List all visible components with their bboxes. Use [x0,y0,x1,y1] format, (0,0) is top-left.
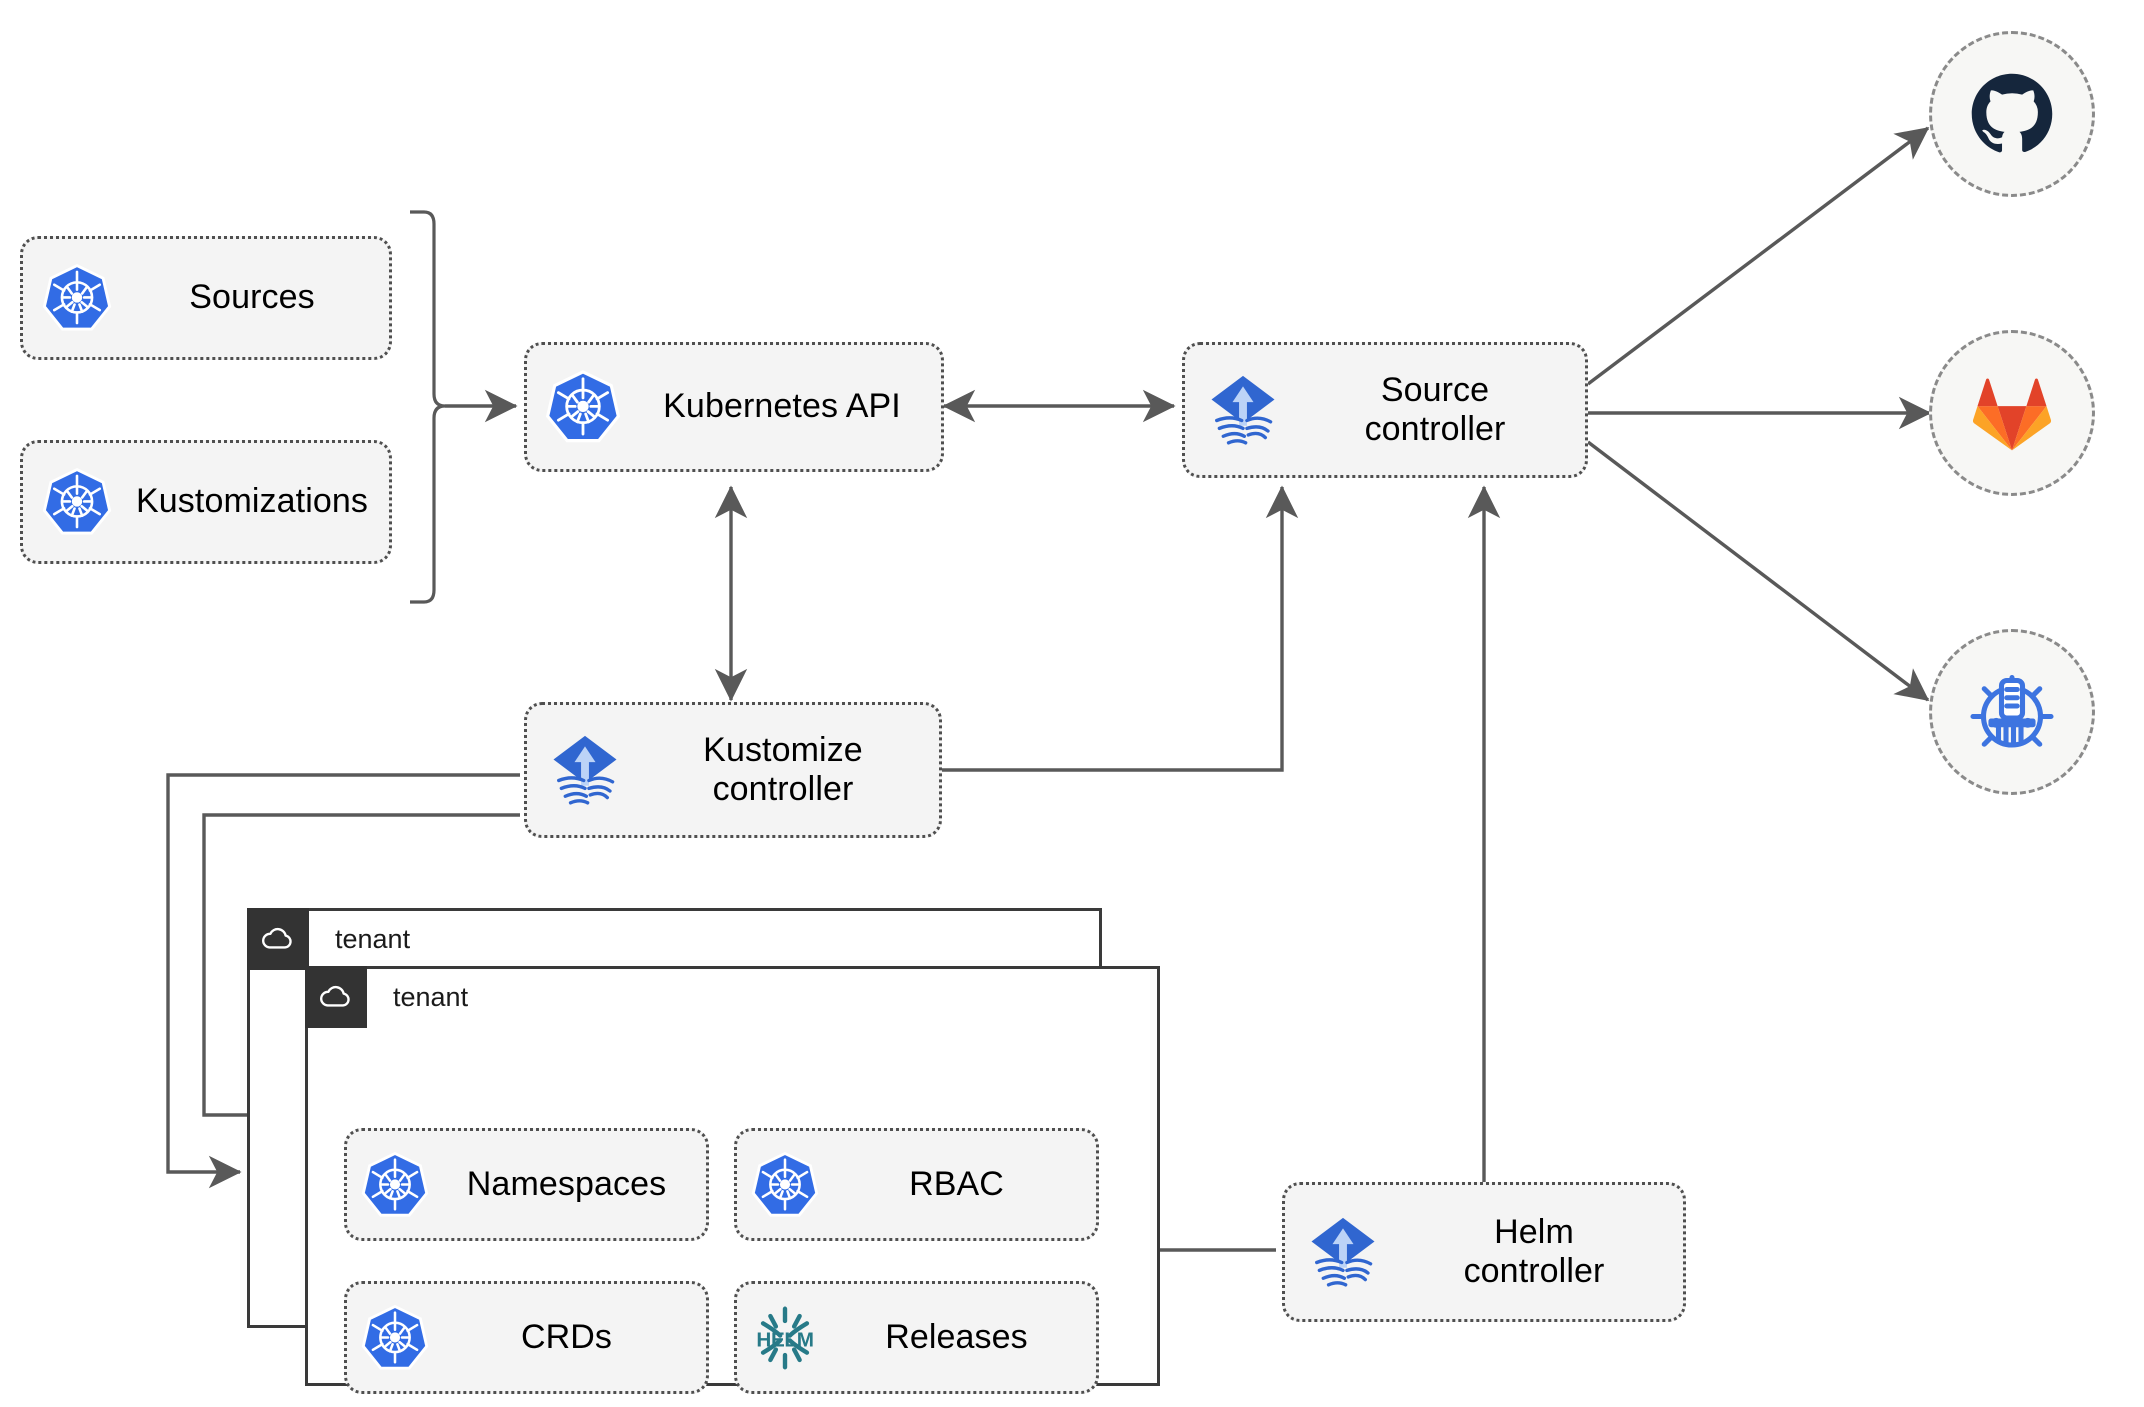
node-rbac-label: RBAC [909,1164,1004,1203]
edge-kustomize-to-source [942,485,1299,772]
node-sources-label: Sources [189,278,315,317]
flux-icon [1285,1210,1401,1294]
cloud-icon [305,966,367,1028]
node-releases-label: Releases [885,1317,1028,1356]
flux-icon [527,728,643,812]
tenant-front-header: tenant [305,966,468,1028]
edge-source-to-bucket [1586,440,1930,702]
node-source-controller-label: Source controller [1364,370,1506,448]
kubernetes-icon [23,262,131,334]
helm-repository-icon [1970,674,2054,748]
tenant-back-header: tenant [247,908,410,970]
node-rbac[interactable]: RBAC [734,1128,1099,1241]
provider-helm-repository[interactable] [1929,629,2095,795]
gitlab-icon [1972,378,2052,451]
kubernetes-icon [737,1150,833,1220]
kubernetes-icon [347,1150,443,1220]
tenant-back-label: tenant [335,923,411,954]
node-namespaces-label: Namespaces [466,1164,667,1203]
svg-text:HELM: HELM [756,1328,813,1351]
kubernetes-icon [23,466,131,538]
flux-icon [1185,368,1301,452]
resources-bracket [410,210,446,604]
provider-github[interactable] [1929,31,2095,197]
node-helm-controller-label: Helm controller [1463,1212,1605,1290]
tenant-front-frame[interactable]: tenant Namespaces [305,966,1160,1394]
node-kustomizations[interactable]: Kustomizations [20,440,392,564]
kubernetes-icon [527,368,639,446]
node-kustomize-controller-label: Kustomize controller [703,730,863,808]
node-kubernetes-api-label: Kubernetes API [663,387,901,426]
helm-icon: HELM [737,1299,833,1377]
provider-gitlab[interactable] [1929,330,2095,496]
cloud-icon [247,908,309,970]
node-kustomizations-label: Kustomizations [136,482,368,521]
node-kubernetes-api[interactable]: Kubernetes API [524,342,944,472]
node-crds[interactable]: CRDs [344,1281,709,1394]
edge-source-to-github [1586,126,1930,386]
github-icon [1971,73,2053,153]
kubernetes-icon [347,1303,443,1373]
node-namespaces[interactable]: Namespaces [344,1128,709,1241]
node-crds-label: CRDs [520,1317,613,1356]
node-sources[interactable]: Sources [20,236,392,360]
node-helm-controller[interactable]: Helm controller [1282,1182,1686,1322]
tenant-front-label: tenant [393,981,469,1012]
node-source-controller[interactable]: Source controller [1182,342,1588,478]
node-releases[interactable]: HELM Releases [734,1281,1099,1394]
node-kustomize-controller[interactable]: Kustomize controller [524,702,942,838]
